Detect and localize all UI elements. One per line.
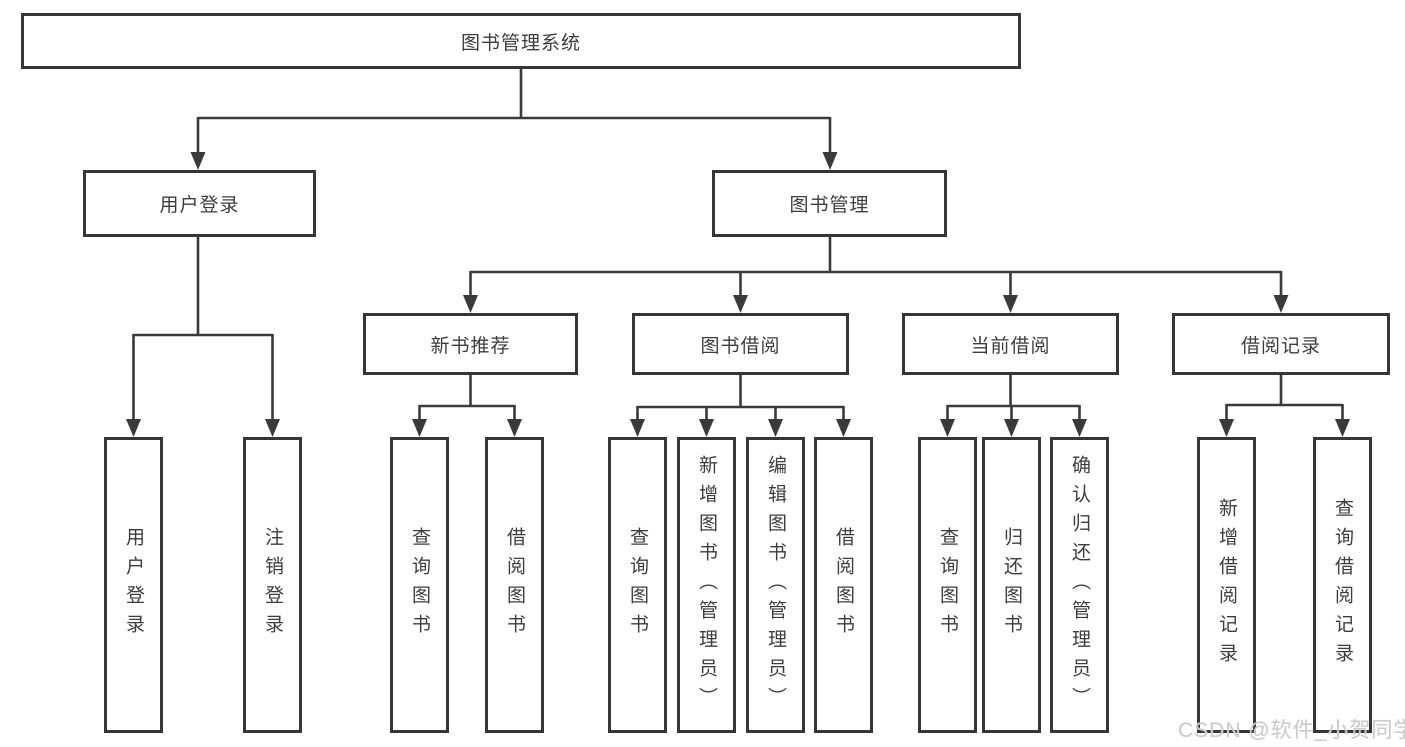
node-label: 当前借阅 [970,335,1051,357]
leaf-label: 注销登录 [262,527,283,643]
node-book-management: 图书管理 [712,170,947,237]
leaf-user-login: 用户登录 [104,437,163,733]
node-borrowing-records: 借阅记录 [1172,313,1390,375]
leaf-add-books-admin: 新增图书（管理员） [677,437,736,733]
leaf-label: 查询图书 [409,527,430,643]
node-current-borrowing: 当前借阅 [902,313,1119,375]
leaf-query-books-current: 查询图书 [918,437,977,733]
leaf-label: 新增图书（管理员） [696,454,717,716]
node-label: 新书推荐 [430,335,511,357]
node-library-management-system: 图书管理系统 [21,13,1021,69]
leaf-label: 归还图书 [1001,527,1022,643]
leaf-label: 新增借阅记录 [1216,498,1237,672]
leaf-return-books: 归还图书 [982,437,1041,733]
node-label: 图书管理系统 [460,32,581,54]
leaf-query-books-borrow: 查询图书 [608,437,667,733]
leaf-borrow-books: 借阅图书 [814,437,873,733]
node-book-borrowing: 图书借阅 [632,313,849,375]
leaf-query-books-recommend: 查询图书 [390,437,449,733]
node-label: 图书管理 [789,195,870,216]
leaf-edit-books-admin: 编辑图书（管理员） [746,437,805,733]
leaf-label: 查询图书 [627,527,648,643]
leaf-label: 用户登录 [123,527,144,643]
leaf-logout: 注销登录 [243,437,302,733]
leaf-add-borrow-record: 新增借阅记录 [1197,437,1256,733]
connector-arrowheads [126,152,1350,437]
node-user-login: 用户登录 [83,170,316,237]
leaf-label: 查询借阅记录 [1332,498,1353,672]
csdn-watermark: CSDN @软件_小贺同学 [1178,719,1405,742]
leaf-label: 查询图书 [937,527,958,643]
node-label: 图书借阅 [700,335,781,357]
leaf-label: 确认归还（管理员） [1069,454,1090,716]
node-label: 借阅记录 [1240,335,1321,357]
leaf-confirm-return-admin: 确认归还（管理员） [1050,437,1109,733]
leaf-label: 编辑图书（管理员） [765,454,786,716]
node-label: 用户登录 [159,195,240,216]
leaf-label: 借阅图书 [504,527,525,643]
node-new-book-recommendation: 新书推荐 [363,313,578,375]
leaf-label: 借阅图书 [833,527,854,643]
leaf-borrow-books-recommend: 借阅图书 [485,437,544,733]
leaf-query-borrow-record: 查询借阅记录 [1313,437,1372,733]
